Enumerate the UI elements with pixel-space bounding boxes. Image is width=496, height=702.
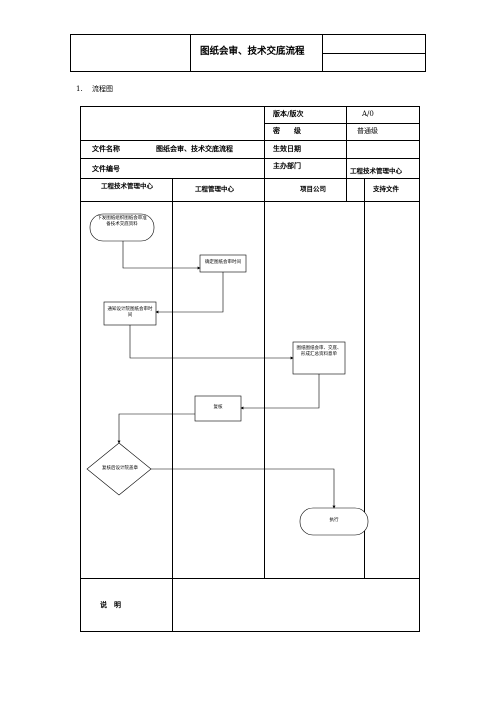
- edge-confirm-notify: [155, 272, 224, 314]
- design-reply-label: 复核后设计院盖章: [102, 466, 138, 471]
- header-title: 图纸会审、技术交底流程: [200, 46, 305, 57]
- notify-design-label: 通知设计院图纸会审时间: [107, 307, 153, 318]
- secret-label: 密 级: [273, 127, 301, 135]
- lane-header-tech: 工程技术管理中心: [101, 182, 153, 190]
- note-label: 说 明: [100, 601, 121, 609]
- doc-name-label: 文件名称: [92, 145, 120, 153]
- reply-label: 复核: [213, 405, 223, 410]
- confirm-time-label: 确定图纸会审时间: [205, 260, 241, 265]
- version-label: 版本/版次: [273, 110, 304, 118]
- review-shape: [292, 341, 346, 375]
- dept-value: 工程技术管理中心: [350, 167, 402, 175]
- doc-name-value: 图纸会审、技术交底流程: [156, 145, 233, 153]
- edge-notify-review: [129, 325, 294, 360]
- edge-decision-execute: [151, 468, 336, 509]
- secret-value: 普通级: [357, 127, 378, 135]
- version-value: A/0: [362, 110, 374, 118]
- edge-reply-decision: [117, 413, 195, 444]
- start-node-label: 下发图纸组织图纸会审准备技术交底资料: [97, 216, 147, 227]
- section-label: 流程图: [92, 85, 113, 93]
- lane-header-engineering: 工程管理中心: [195, 185, 234, 193]
- start-node-shape: [89, 213, 155, 242]
- section-number: 1.: [76, 85, 83, 93]
- lane-header-support: 支持文件: [373, 185, 399, 193]
- execute-label: 执行: [329, 518, 339, 523]
- edge-start-confirm: [122, 241, 201, 270]
- design-reply-shape: [86, 442, 152, 496]
- effective-label: 生效日期: [273, 145, 301, 153]
- reply-shape: [194, 395, 242, 422]
- dept-label: 主办部门: [273, 162, 301, 170]
- lane-header-project: 项目公司: [300, 185, 326, 193]
- edge-review-reply: [240, 374, 320, 410]
- review-label: 图纸图纸会审、交底、形成汇总资料意单: [296, 346, 342, 357]
- doc-no-label: 文件编号: [92, 165, 120, 173]
